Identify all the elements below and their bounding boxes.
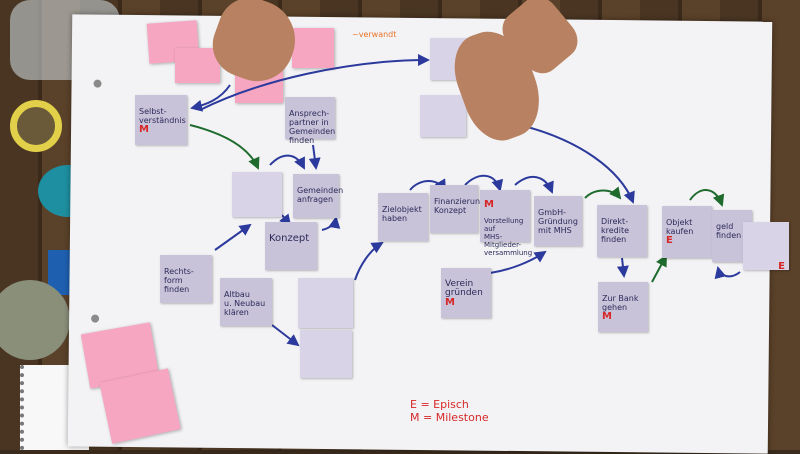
arrow <box>651 254 667 283</box>
note-blank <box>232 172 282 217</box>
arrow <box>584 186 622 200</box>
note-gmbh: GmbH- Gründung mit MHS <box>534 196 582 246</box>
header-note: ~verwandt <box>352 30 397 39</box>
note-gemeinden-anfragen: Gemeinden anfragen <box>293 174 343 218</box>
arrow <box>199 54 430 111</box>
arrow <box>714 266 741 280</box>
note-konzept: Konzept <box>265 222 317 270</box>
note-text: GmbH- Gründung mit MHS <box>538 208 578 235</box>
arrow <box>489 250 547 274</box>
note-objekt-kaufen: Objekt kaufen E <box>662 206 712 258</box>
arrow <box>514 176 554 194</box>
note-text: Verein gründen <box>445 279 483 298</box>
arrow <box>519 124 635 204</box>
note-text: Objekt kaufen <box>666 218 694 236</box>
arrow <box>189 124 260 170</box>
note-text: Direkt- kredite finden <box>601 217 630 244</box>
epic-marker: E <box>778 261 785 272</box>
legend-milestone: M = Milestone <box>410 411 489 424</box>
arrow <box>321 216 341 231</box>
milestone-marker: M <box>139 124 149 135</box>
note-verein: Verein gründen M <box>441 268 491 318</box>
note-ansprechpartner: Ansprech- partner in Gemeinden finden <box>285 97 335 145</box>
note-text: Ansprech- partner in Gemeinden finden <box>289 109 336 145</box>
pink-sticky-note <box>292 28 334 68</box>
note-blank: E <box>743 222 789 272</box>
milestone-marker: M <box>602 311 612 322</box>
milestone-marker: M <box>484 199 494 210</box>
note-text: Rechts- form finden <box>164 267 194 294</box>
note-text: Zur Bank gehen <box>602 294 639 312</box>
legend: E = Episch M = Milestone <box>410 398 489 424</box>
note-altbau: Altbau u. Neubau klären <box>220 278 272 326</box>
jar-bottom-left <box>0 280 70 360</box>
note-text: geld finden <box>716 222 742 240</box>
arrow <box>689 189 725 207</box>
arrow <box>616 257 629 278</box>
note-blank <box>298 278 353 328</box>
arrow <box>190 84 231 112</box>
note-text: Gemeinden anfragen <box>297 186 344 204</box>
arrow <box>271 324 300 347</box>
note-text: Altbau u. Neubau klären <box>224 290 266 317</box>
arrow <box>269 154 305 170</box>
note-text: Konzept <box>269 233 310 244</box>
note-vorstellung: M Vorstellung auf MHS-Mitglieder- versam… <box>480 190 532 257</box>
note-blank <box>420 95 466 137</box>
note-text: Finanzierung Konzept <box>434 197 486 215</box>
pink-sticky-note <box>175 48 220 83</box>
note-zur-bank: Zur Bank gehen M <box>598 282 648 332</box>
epic-marker: E <box>666 235 673 246</box>
note-zielobjekt: Zielobjekt haben <box>378 193 428 241</box>
arrow <box>308 144 321 170</box>
tape-roll <box>10 100 62 152</box>
note-direktkredite: Direkt- kredite finden <box>597 205 647 257</box>
arrow <box>354 241 384 281</box>
note-finanzierung: Finanzierung Konzept <box>430 185 485 233</box>
note-rechtsform: Rechts- form finden <box>160 255 212 303</box>
milestone-marker: M <box>445 297 455 308</box>
note-text: Zielobjekt haben <box>382 205 422 223</box>
note-blank <box>300 330 352 378</box>
note-text: Vorstellung auf MHS-Mitglieder- versamml… <box>484 217 533 257</box>
arrow <box>214 223 252 251</box>
arrow <box>464 174 504 192</box>
legend-epic: E = Episch <box>410 398 469 411</box>
note-selbstverstaendnis: Selbst- verständnis M <box>135 95 187 145</box>
note-text: Selbst- verständnis <box>139 107 186 125</box>
